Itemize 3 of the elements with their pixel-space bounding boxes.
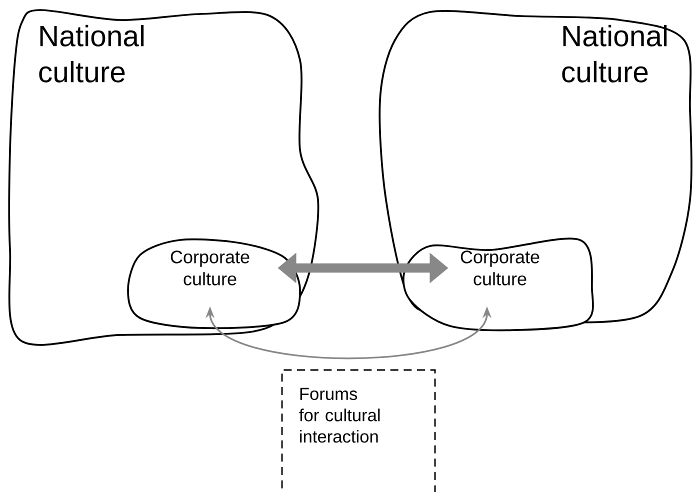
- dashed-box: Forums for cultural interaction: [281, 369, 436, 492]
- culture-region: Corporate culture: [127, 238, 301, 330]
- culture-region: Corporate culture: [402, 238, 594, 332]
